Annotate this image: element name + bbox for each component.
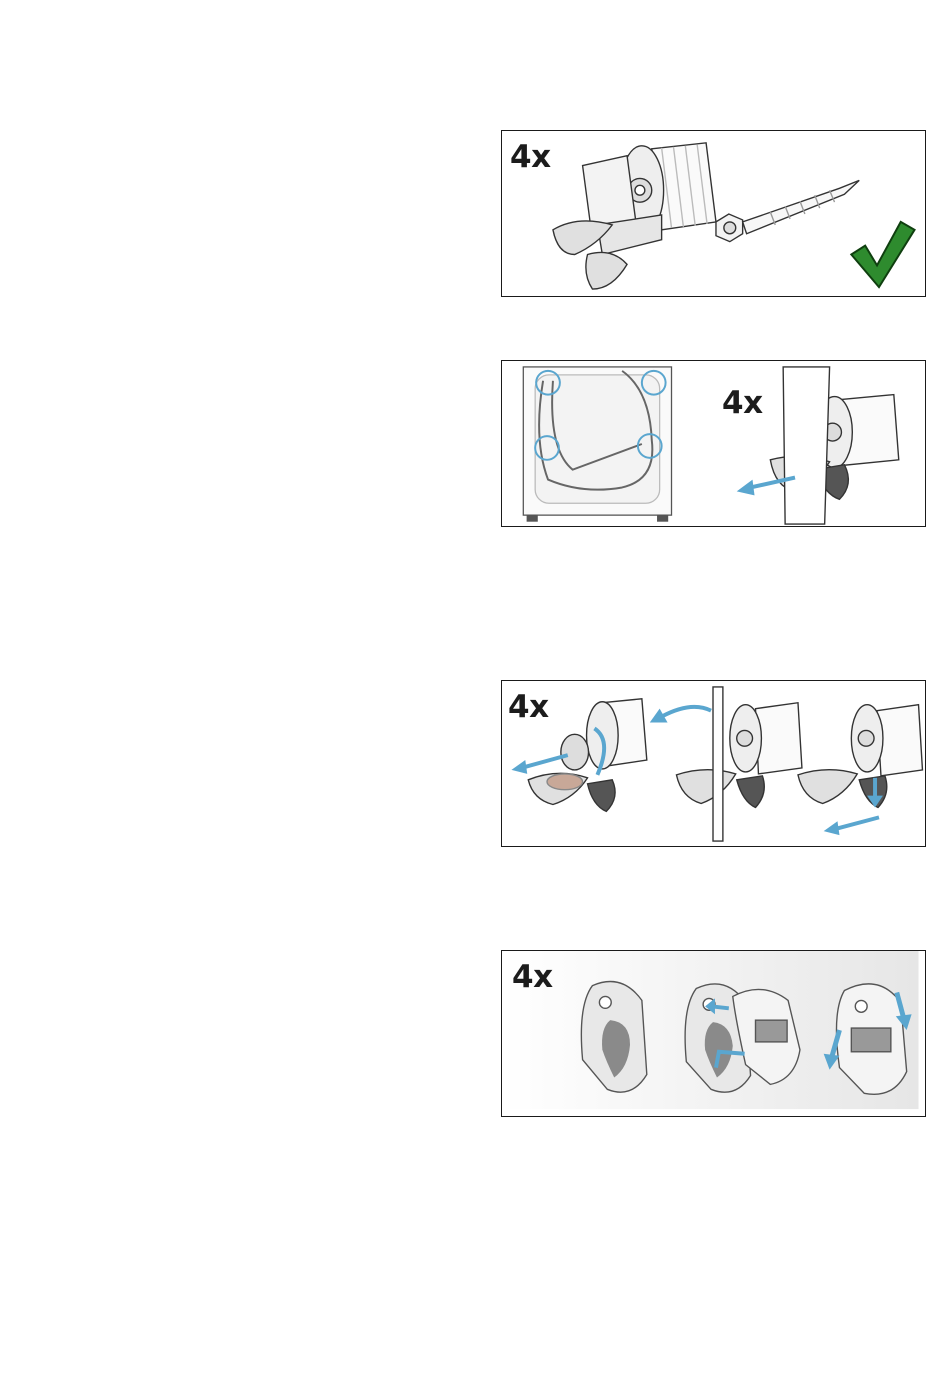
illustration-panel-cover-caps: 4x	[501, 950, 926, 1117]
quantity-label: 4x	[508, 689, 549, 725]
cover-caps-illustration	[502, 951, 925, 1116]
quantity-label: 4x	[510, 139, 551, 175]
washer-rear-view-icon	[523, 367, 671, 521]
rear-hose-illustration	[502, 361, 925, 526]
unscrew-illustration	[502, 681, 925, 846]
illustration-panel-parts: 4x	[501, 130, 926, 297]
hose-holder-icon	[676, 687, 801, 841]
rotate-arrow-icon	[650, 707, 711, 723]
screw-icon	[716, 180, 859, 241]
parts-illustration	[502, 131, 925, 296]
cover-cap-icon	[685, 984, 800, 1092]
illustration-panel-rear-hose: 4x	[501, 360, 926, 527]
hose-holder-icon	[770, 367, 898, 524]
checkmark-icon	[851, 222, 914, 287]
quantity-label: 4x	[512, 959, 553, 995]
quantity-label: 4x	[722, 385, 763, 421]
illustration-panel-unscrew: 4x	[501, 680, 926, 847]
hose-holder-icon	[798, 705, 922, 808]
transport-bolt-holder-icon	[553, 143, 716, 289]
